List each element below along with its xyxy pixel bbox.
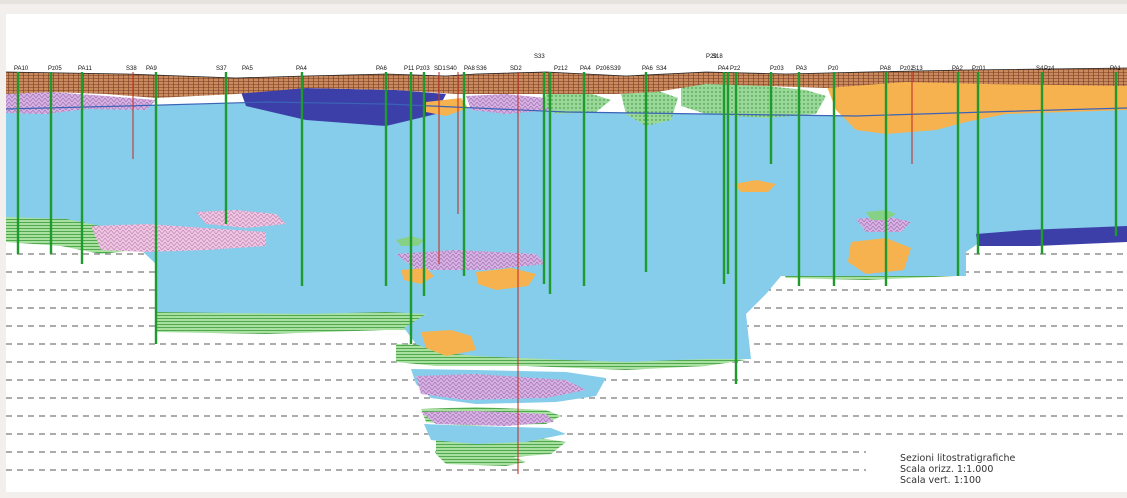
borehole-label: S4 bbox=[1036, 66, 1044, 72]
orange-lens-right-deep bbox=[848, 238, 911, 274]
borehole-label: Pz03 bbox=[416, 66, 430, 72]
water-table-line bbox=[6, 101, 1127, 117]
orange-lens-mid bbox=[734, 180, 776, 192]
borehole-label: PA9 bbox=[146, 66, 158, 72]
borehole-label: S37 bbox=[216, 66, 227, 72]
borehole-label: Pz0 bbox=[828, 66, 839, 72]
borehole-label: P11 bbox=[404, 66, 415, 72]
borehole-label: S13 bbox=[912, 66, 923, 72]
borehole-label: PA8 bbox=[464, 66, 476, 72]
borehole-label: S34 bbox=[656, 66, 667, 72]
orange-lens-central-1 bbox=[476, 268, 536, 290]
caption-block: Sezioni litostratigrafiche Scala orizz. … bbox=[900, 453, 1016, 486]
borehole-label: S33 bbox=[534, 54, 545, 60]
borehole-label: SD1 bbox=[434, 66, 446, 72]
borehole-label: PA6 bbox=[376, 66, 388, 72]
borehole-label: Pz03 bbox=[770, 66, 784, 72]
borehole-label: Pz02 bbox=[900, 66, 914, 72]
borehole-label: Pz01 bbox=[972, 66, 986, 72]
ground-surface-line bbox=[6, 67, 1127, 79]
orange-lens-central-2 bbox=[401, 268, 434, 284]
borehole-label: S36 bbox=[476, 66, 487, 72]
borehole-label: S39 bbox=[610, 66, 621, 72]
borehole-label: Pz06 bbox=[596, 66, 610, 72]
green-lens-top-3 bbox=[681, 82, 826, 118]
caption-title: Sezioni litostratigrafiche bbox=[900, 453, 1016, 464]
topsoil-crust bbox=[6, 68, 1127, 98]
orange-lens-deep bbox=[421, 330, 476, 356]
purple-layer-deep bbox=[416, 374, 586, 400]
caption-vertical-scale: Scala vert. 1:100 bbox=[900, 475, 981, 486]
borehole-label: PA8 bbox=[880, 66, 892, 72]
aquifer-lower-lobe-2 bbox=[424, 424, 566, 444]
borehole-label: S18 bbox=[712, 54, 723, 60]
green-lens-right-small bbox=[866, 210, 896, 220]
borehole-label: PA4 bbox=[580, 66, 592, 72]
purple-lens-1 bbox=[196, 210, 286, 228]
borehole-label: Pz2 bbox=[730, 66, 741, 72]
purple-layer-pink-left bbox=[91, 224, 266, 252]
borehole-label: SD2 bbox=[510, 66, 522, 72]
aquifer-body bbox=[6, 102, 1127, 362]
purple-layer-deeper bbox=[421, 411, 554, 426]
green-lens-top-2 bbox=[621, 90, 678, 126]
borehole-label: PA1 bbox=[1110, 66, 1122, 72]
borehole-label: P29 bbox=[706, 54, 717, 60]
purple-lens-right bbox=[856, 216, 911, 232]
borehole-label: PA6 bbox=[642, 66, 654, 72]
borehole-label: Pz4 bbox=[1044, 66, 1055, 72]
green-lens-top-1 bbox=[544, 92, 611, 114]
stratigraphic-section: PA10Pz05PA11S38PA9S37PA5PA4PA6P11Pz03SD1… bbox=[6, 54, 1127, 486]
borehole-label: PA11 bbox=[78, 66, 92, 72]
orange-layer-right bbox=[826, 80, 1127, 134]
borehole-label: PA2 bbox=[952, 66, 964, 72]
borehole-label: Pz05 bbox=[48, 66, 62, 72]
borehole-label: Pz12 bbox=[554, 66, 568, 72]
borehole-label: PA5 bbox=[242, 66, 254, 72]
borehole-label: PA3 bbox=[796, 66, 808, 72]
borehole-label: S38 bbox=[126, 66, 137, 72]
caption-horizontal-scale: Scala orizz. 1:1.000 bbox=[900, 464, 993, 475]
borehole-poles bbox=[16, 72, 1118, 474]
darkblue-layer-right bbox=[976, 226, 1127, 246]
borehole-label: PA4 bbox=[296, 66, 308, 72]
borehole-label: PA4 bbox=[718, 66, 730, 72]
borehole-label: PA10 bbox=[14, 66, 29, 72]
green-stratum-bottom-2 bbox=[436, 454, 526, 466]
darkblue-layer-top bbox=[241, 88, 446, 126]
borehole-label: S40 bbox=[446, 66, 457, 72]
purple-layer-central bbox=[396, 250, 546, 270]
